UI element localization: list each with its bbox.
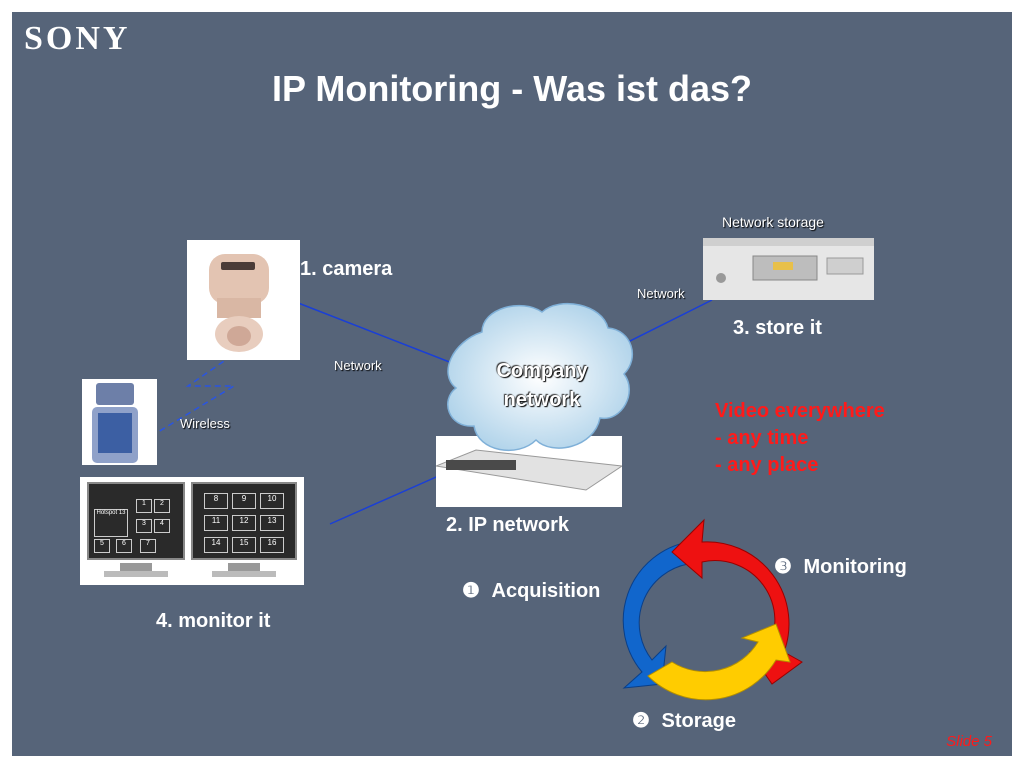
monitor-left-cell: 6 <box>116 539 132 553</box>
monitor-left-cell: 5 <box>94 539 110 553</box>
cloud-label-line1: Company <box>496 360 588 382</box>
cloud-label: Company network <box>472 357 612 415</box>
monitor-label: 4. monitor it <box>156 610 271 632</box>
video-line1: Video everywhere <box>715 400 885 422</box>
monitor-right-cell: 8 <box>204 493 228 509</box>
monitor-left-cell: 4 <box>154 519 170 533</box>
monitor-network-link <box>329 469 453 525</box>
ip-network-label: 2. IP network <box>446 514 570 536</box>
sony-logo: SONY <box>24 20 131 57</box>
monitoring-number: ❸ <box>774 556 792 578</box>
slide-title: IP Monitoring - Was ist das? <box>271 68 753 109</box>
storage-text: Storage <box>661 710 736 732</box>
diagram-lines <box>157 291 803 701</box>
monitor-right-cell: 11 <box>204 515 228 531</box>
network-storage-label: Network storage <box>722 214 824 230</box>
network-label-right: Network <box>637 286 685 301</box>
company-network-cloud <box>447 303 634 452</box>
monitor-left-cell: 1 <box>136 499 152 513</box>
cycle-diagram <box>622 518 803 701</box>
monitor-left-cell: 3 <box>136 519 152 533</box>
monitoring-text: Monitoring <box>803 556 907 578</box>
cycle-arrow-yellow <box>647 623 791 701</box>
slide-number: Slide 5 <box>946 733 992 750</box>
monitors-image: Hotspot 13 1 2 3 4 5 6 7 8 9 10 11 12 13… <box>80 477 304 585</box>
wireless-label: Wireless <box>180 416 230 431</box>
camera-image <box>187 240 300 360</box>
storage-number: ❷ <box>632 710 650 732</box>
acquisition-text: Acquisition <box>491 580 601 602</box>
monitor-left-hotspot: Hotspot 13 <box>94 509 128 537</box>
monitor-right-cell: 13 <box>260 515 284 531</box>
slide: SONY IP Monitoring - Was ist das? 1. cam… <box>12 12 1012 756</box>
acquisition-number: ❶ <box>462 580 480 602</box>
video-everywhere-text: Video everywhere - any time - any place <box>715 398 885 479</box>
acquisition-label: ❶ Acquisition <box>462 578 600 603</box>
monitoring-label: ❸ Monitoring <box>774 554 907 579</box>
monitor-right-cell: 15 <box>232 537 256 553</box>
store-label: 3. store it <box>733 317 822 339</box>
network-switch-image <box>436 436 622 507</box>
monitor-right-cell: 12 <box>232 515 256 531</box>
storage-label: ❷ Storage <box>632 708 736 733</box>
camera-label: 1. camera <box>300 258 393 280</box>
cycle-arrow-blue <box>622 541 689 689</box>
network-label-left: Network <box>334 358 382 373</box>
video-line3: - any place <box>715 454 819 476</box>
video-line2: - any time <box>715 427 809 449</box>
monitor-right-cell: 9 <box>232 493 256 509</box>
monitor-left-cell: 7 <box>140 539 156 553</box>
wireless-link <box>157 349 241 433</box>
camera-network-link <box>269 291 471 371</box>
cloud-label-line2: network <box>503 389 581 411</box>
monitor-left-cell: 2 <box>154 499 170 513</box>
monitor-right-cell: 10 <box>260 493 284 509</box>
monitor-right-cell: 14 <box>204 537 228 553</box>
network-storage-image <box>703 238 874 300</box>
monitor-right-cell: 16 <box>260 537 284 553</box>
mobile-phone-image <box>82 379 157 465</box>
